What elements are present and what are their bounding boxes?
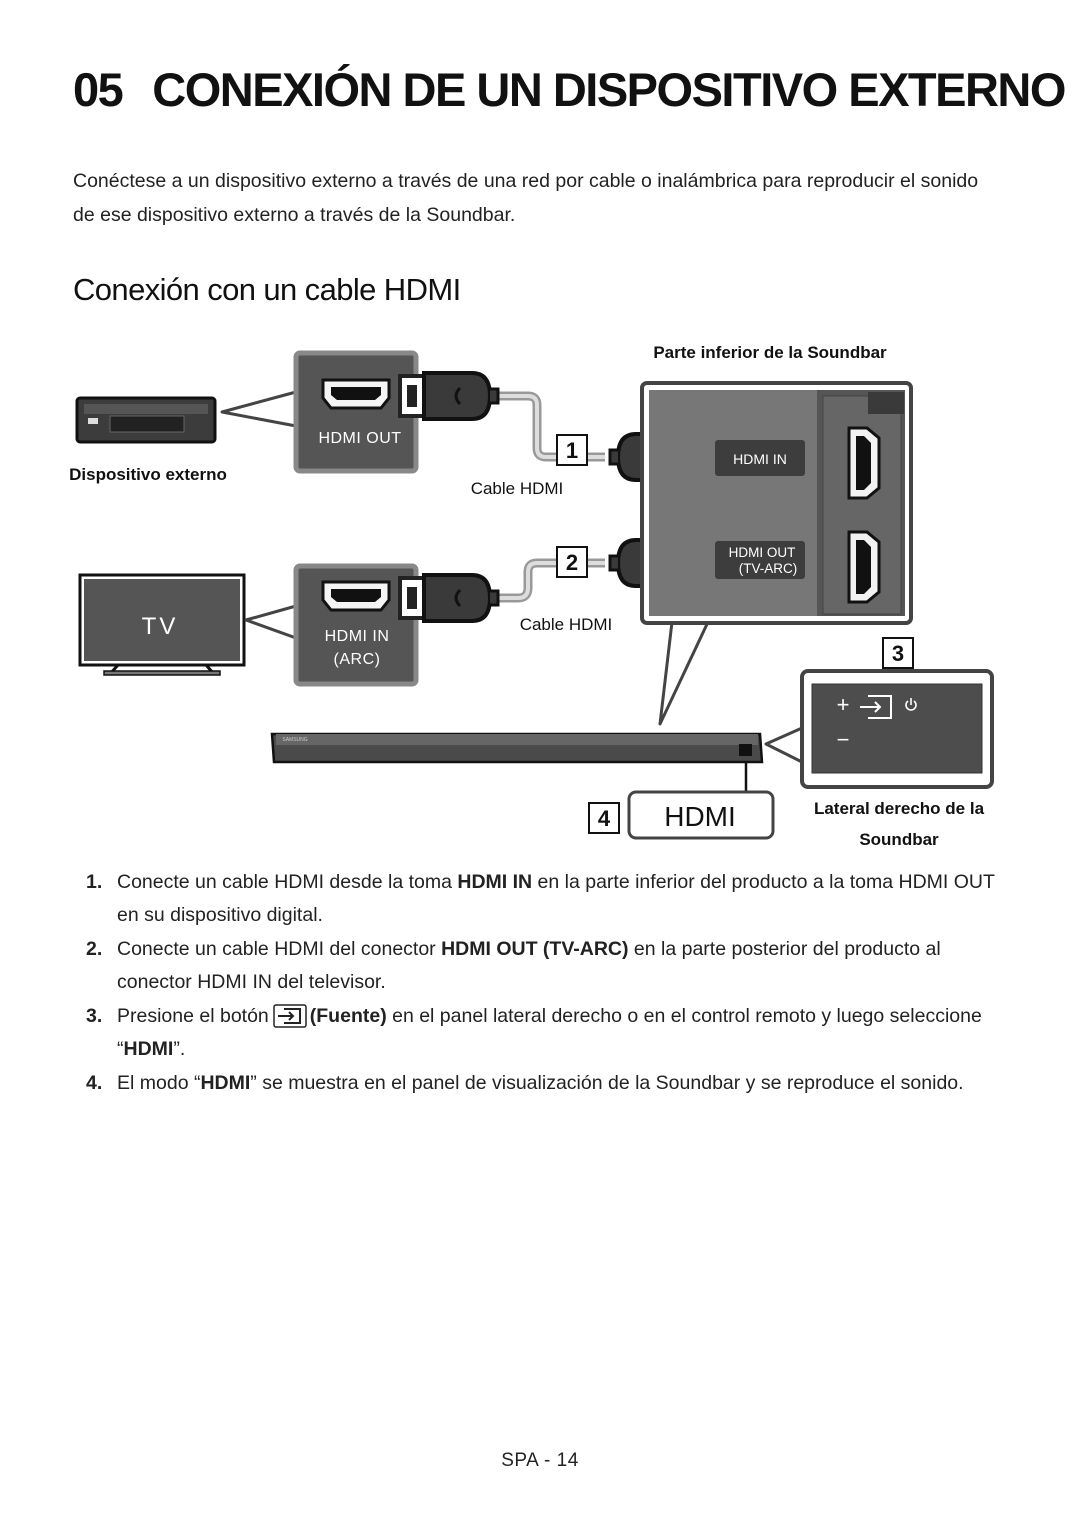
marker-2: 2 (566, 550, 578, 575)
page-title: 05 CONEXIÓN DE UN DISPOSITIVO EXTERNO (73, 62, 1066, 117)
source-icon (273, 1004, 307, 1028)
cable-hdmi-label-1: Cable HDMI (471, 479, 564, 498)
display-mode-label: HDMI (664, 801, 736, 832)
step-emphasis: HDMI (123, 1038, 174, 1060)
tv-hdmi-in-label: HDMI IN (325, 628, 390, 645)
soundbar-hdmi-out-label: HDMI OUT (729, 545, 796, 560)
chapter-title: CONEXIÓN DE UN DISPOSITIVO EXTERNO (152, 63, 1066, 116)
section-title: Conexión con un cable HDMI (73, 272, 461, 307)
step-text: Conecte un cable HDMI del conector (117, 938, 442, 960)
step-text: en la parte inferior del producto a la t… (117, 871, 995, 926)
marker-3: 3 (892, 641, 904, 666)
step-text: Conecte un cable HDMI desde la toma (117, 871, 458, 893)
soundbar-right-side-label-2: Soundbar (859, 830, 939, 849)
side-panel-source-icon (860, 695, 892, 719)
device-hdmi-out-label: HDMI OUT (318, 430, 401, 447)
tv-illustration (78, 573, 246, 676)
step-item: 1. Conecte un cable HDMI desde la toma HD… (86, 866, 996, 932)
step-item: 3. Presione el botón (Fuente) en el panel … (86, 1000, 996, 1066)
step-text: en la parte posterior del producto al co… (117, 938, 941, 993)
side-panel-plus-button: + (837, 692, 850, 717)
step-number: 1. (86, 871, 103, 893)
step-text: ”. (173, 1038, 186, 1060)
soundbar-hdmi-out-tv-arc-label: (TV-ARC) (739, 561, 798, 576)
step-number: 3. (86, 1005, 103, 1027)
soundbar-illustration (270, 732, 764, 764)
side-panel-minus-button: − (837, 727, 850, 752)
soundbar-brand: SAMSUNG (282, 737, 307, 743)
step-emphasis: HDMI IN (457, 871, 533, 893)
step-item: 2. Conecte un cable HDMI del conector HDM… (86, 933, 996, 999)
step-emphasis: HDMI OUT (TV-ARC) (441, 938, 629, 960)
step-text: El modo “ (117, 1072, 201, 1094)
step-emphasis: (Fuente) (309, 1005, 387, 1027)
cable-hdmi-label-2: Cable HDMI (520, 615, 613, 634)
step-text: Presione el botón (117, 1005, 269, 1027)
step-item: 4. El modo “HDMI” se muestra en el panel … (86, 1067, 996, 1100)
step-text: ” se muestra en el panel de visualizació… (250, 1072, 964, 1094)
tv-label: TV (142, 613, 179, 640)
step-number: 2. (86, 938, 103, 960)
external-device-label: Dispositivo externo (69, 465, 227, 484)
soundbar-hdmi-in-label: HDMI IN (733, 451, 787, 467)
marker-1: 1 (566, 438, 578, 463)
side-panel-power-icon (905, 698, 917, 711)
marker-4: 4 (598, 806, 611, 831)
step-number: 4. (86, 1072, 103, 1094)
connection-diagram: Dispositivo externo HDMI OUT 1 Cable HDM… (69, 343, 994, 849)
soundbar-right-side-label-1: Lateral derecho de la (814, 799, 985, 818)
steps-list: 1. Conecte un cable HDMI desde la toma HD… (86, 866, 996, 1101)
step-text: en el panel lateral derecho o en el cont… (117, 1005, 982, 1060)
soundbar-bottom-label: Parte inferior de la Soundbar (653, 343, 887, 362)
external-device-illustration (75, 396, 217, 444)
step-emphasis: HDMI (200, 1072, 251, 1094)
page-number: SPA - 14 (501, 1450, 579, 1471)
display-mode-panel (627, 790, 775, 840)
tv-hdmi-in-arc-label: (ARC) (334, 651, 381, 668)
intro-paragraph: Conéctese a un dispositivo externo a tra… (73, 170, 979, 226)
chapter-number: 05 (73, 63, 124, 116)
